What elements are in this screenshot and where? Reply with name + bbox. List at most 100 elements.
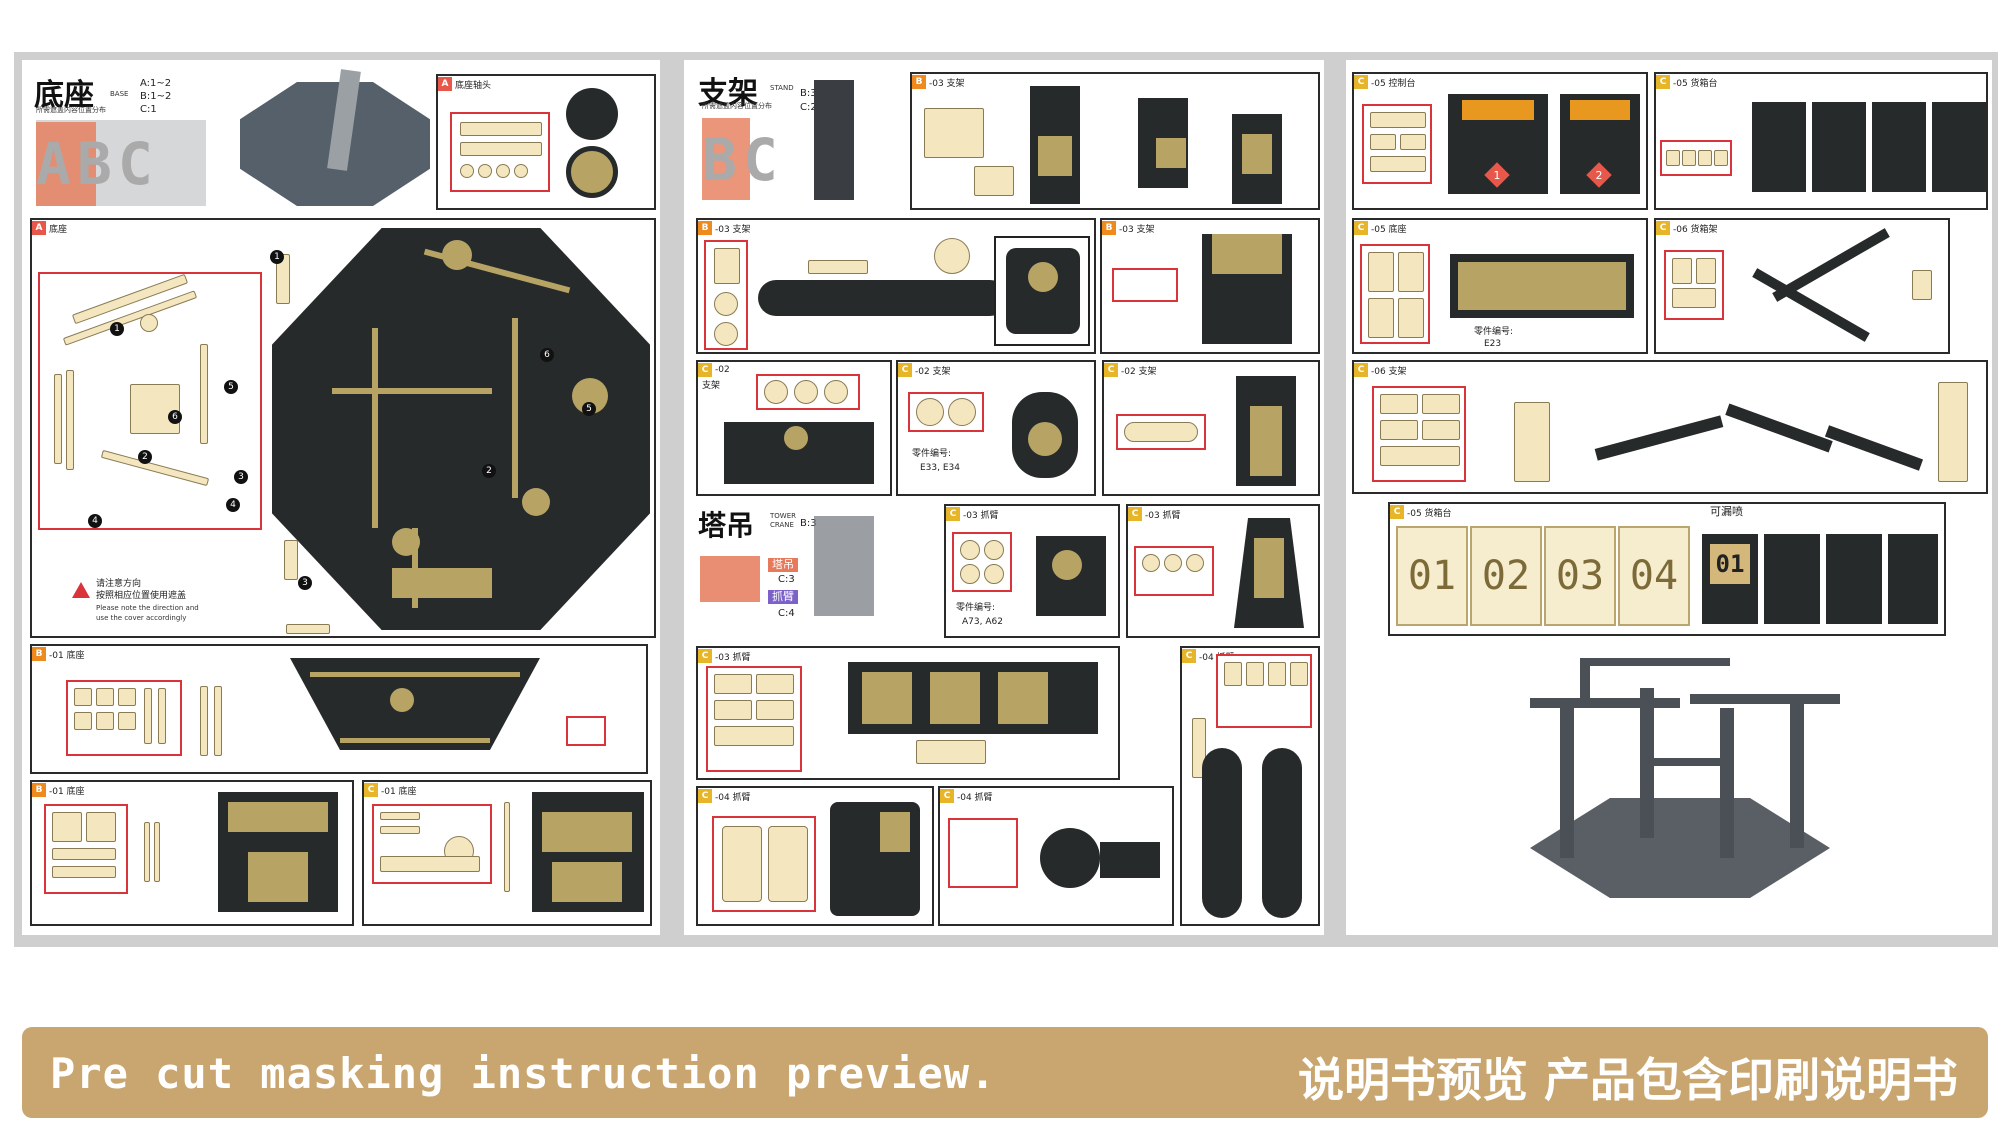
c05b-mask bbox=[1660, 140, 1732, 176]
crane-title: 塔吊 bbox=[698, 509, 755, 542]
crane-title-en1: TOWER bbox=[770, 512, 796, 520]
console-instruction-panel: C-05 控制台 1 2 C-05 货箱台 C-05 底座 bbox=[1346, 60, 1992, 935]
box-c03-c: C-03 抓臂 bbox=[696, 646, 1120, 780]
box-c03-b: C-03 抓臂 bbox=[1126, 504, 1320, 638]
crate-mask-03: 03 bbox=[1544, 526, 1616, 626]
console-piece-1 bbox=[1448, 94, 1548, 194]
box-c03-a: C-03 抓臂 零件编号: A73, A62 bbox=[944, 504, 1120, 638]
stand-title-en: STAND bbox=[770, 84, 794, 92]
callout-6-sheet: 6 bbox=[168, 410, 182, 424]
crane-title-en2: CRANE bbox=[770, 521, 794, 529]
warning-en2: use the cover accordingly bbox=[96, 614, 187, 622]
optional-label: 可漏喷 bbox=[1710, 505, 1743, 518]
c05a-mask bbox=[1362, 104, 1432, 184]
c03b-piece bbox=[1234, 518, 1304, 628]
base-title: 底座 bbox=[34, 78, 94, 113]
c06b-chip-1 bbox=[1514, 402, 1550, 482]
preview-banner: Pre cut masking instruction preview. 说明书… bbox=[22, 1027, 1988, 1118]
box-b03-mid: B-03 支架 bbox=[696, 218, 1096, 354]
c02b-piece bbox=[1012, 392, 1078, 478]
c02c-piece bbox=[1236, 376, 1296, 486]
assembled-diorama-photo bbox=[1530, 658, 1840, 898]
c02b-part-codes: E33, E34 bbox=[920, 463, 960, 473]
b03-arm-photo bbox=[758, 280, 1008, 316]
c03a-part-note: 零件编号: bbox=[956, 603, 996, 613]
crate-1 bbox=[1752, 102, 1806, 192]
callout-5: 5 bbox=[582, 402, 596, 416]
c02a-piece bbox=[724, 422, 874, 484]
c02a-sub: 支架 bbox=[702, 381, 721, 391]
c02b-part-note: 零件编号: bbox=[912, 449, 952, 459]
c04b-mask bbox=[948, 818, 1018, 888]
base-spec-b: B:1~2 bbox=[140, 91, 172, 102]
banner-chinese: 说明书预览 产品包含印刷说明书 bbox=[1297, 1053, 1958, 1107]
c02b-mask bbox=[908, 392, 984, 432]
c04c-mask bbox=[1216, 654, 1312, 728]
callout-1-sheet: 1 bbox=[110, 322, 124, 336]
b03r-piece bbox=[1202, 234, 1292, 344]
base-octagon-photo bbox=[272, 228, 650, 630]
c01-photo bbox=[532, 792, 644, 912]
crane-spec-b: B:3 bbox=[800, 518, 817, 529]
mask-sheet-b01-bottom bbox=[44, 804, 128, 894]
callout-5-sheet: 5 bbox=[224, 380, 238, 394]
callout-2: 2 bbox=[482, 464, 496, 478]
stand-spec-c: C:2 bbox=[800, 102, 817, 113]
zone-b-block bbox=[702, 118, 750, 200]
b03-piece-3 bbox=[1232, 114, 1282, 204]
box-b03-right: B-03 支架 bbox=[1100, 218, 1320, 354]
c03a-piece bbox=[1036, 536, 1106, 616]
stand-title: 支架 bbox=[698, 76, 758, 111]
crate-photo-4 bbox=[1888, 534, 1938, 624]
b01b-strip-1 bbox=[144, 822, 150, 882]
b03-mask-sheet bbox=[704, 240, 748, 350]
c03c-arm-photo bbox=[848, 662, 1098, 734]
c04a-piece bbox=[830, 802, 920, 916]
crane-spec-c4: C:4 bbox=[778, 608, 795, 619]
box-c04-c: C-04 抓臂 bbox=[1180, 646, 1320, 926]
crate-2 bbox=[1812, 102, 1866, 192]
warning-icon bbox=[72, 582, 90, 598]
axle-cap-taped bbox=[566, 146, 618, 198]
callout-6: 6 bbox=[540, 348, 554, 362]
b03-sheet-a bbox=[924, 108, 984, 158]
b03-detail bbox=[994, 236, 1090, 346]
box-c01-bottom: C-01 底座 bbox=[362, 780, 652, 926]
box-b03-top: B-03 支架 bbox=[910, 72, 1320, 210]
crate-mask-01: 01 bbox=[1396, 526, 1468, 626]
c04b-cylinder bbox=[1100, 842, 1160, 878]
warning-zh1: 请注意方向 bbox=[96, 579, 142, 589]
callout-2-sheet: 2 bbox=[138, 450, 152, 464]
mask-sheet-b01 bbox=[66, 680, 182, 756]
b03-piece-1 bbox=[1030, 86, 1080, 204]
c06b-arm-1 bbox=[1594, 415, 1724, 461]
c05c-part-note: 零件编号: bbox=[1474, 327, 1514, 337]
box-c06-shelf: C-06 货箱架 bbox=[1654, 218, 1950, 354]
crane-photo bbox=[814, 516, 874, 616]
c04c-piece-1 bbox=[1202, 748, 1242, 918]
base-title-en: BASE bbox=[110, 90, 129, 98]
box-c04-b: C-04 抓臂 bbox=[938, 786, 1174, 926]
c04c-piece-2 bbox=[1262, 748, 1302, 918]
base-big-letters: ABC bbox=[36, 130, 159, 198]
zone-a-block bbox=[36, 122, 96, 206]
c02a-mask bbox=[756, 374, 860, 410]
base-subtitle: 所需遮盖内容位置分布 bbox=[36, 106, 106, 114]
box-c04-a: C-04 抓臂 bbox=[696, 786, 934, 926]
crate-mask-04: 04 bbox=[1618, 526, 1690, 626]
crate-photo-1: 01 bbox=[1702, 534, 1758, 624]
b01-strip-2 bbox=[214, 686, 222, 756]
box-b01-bottom: B-01 底座 bbox=[30, 780, 354, 926]
mask-sheet-c01 bbox=[372, 804, 492, 884]
stand-spec-b: B:3 bbox=[800, 88, 817, 99]
crate-mask-02: 02 bbox=[1470, 526, 1542, 626]
callout-1: 1 bbox=[270, 250, 284, 264]
base-spec-c: C:1 bbox=[140, 104, 157, 115]
c06a-mask bbox=[1664, 250, 1724, 320]
box-c05-base: C-05 底座 零件编号: E23 bbox=[1352, 218, 1648, 354]
c05c-mask bbox=[1360, 244, 1430, 344]
axle-cap-dark bbox=[566, 88, 618, 140]
c06b-arm-2 bbox=[1725, 403, 1833, 453]
